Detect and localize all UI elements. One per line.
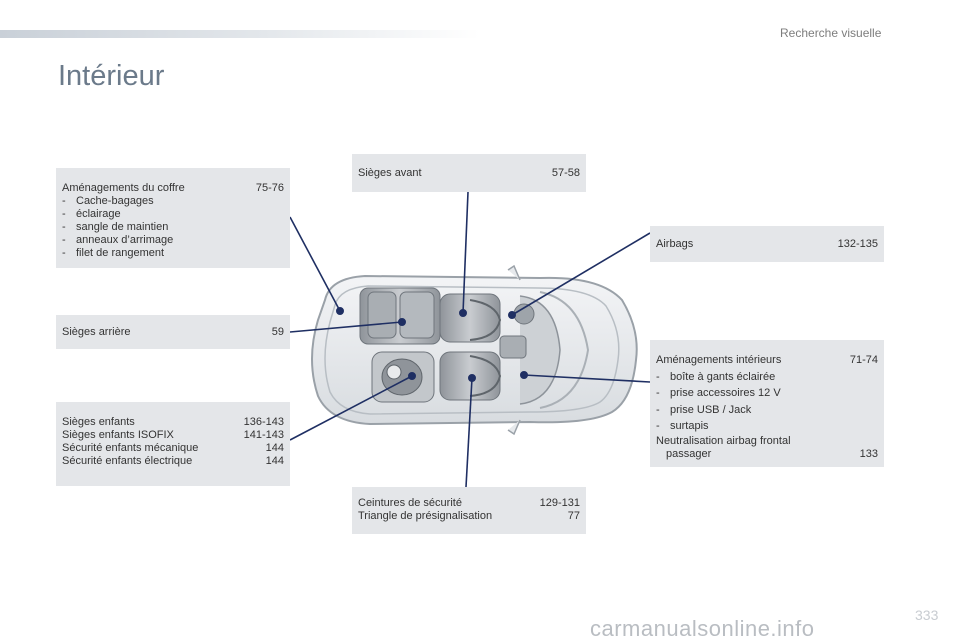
box-amenagements-interieurs[interactable]: Aménagements intérieurs 71-74 -boîte à g… [650, 340, 884, 467]
interieurs-title: Aménagements intérieurs [656, 354, 782, 366]
page-title: Intérieur [58, 60, 165, 92]
neutralisation-label: Neutralisation airbag frontal [656, 434, 791, 447]
rear-seats [359, 287, 441, 345]
neutralisation-pages: 133 [859, 447, 878, 460]
neutralisation-label-cont: passager [666, 447, 712, 460]
box-airbags[interactable]: Airbags 132-135 [650, 226, 884, 262]
box-sieges-arriere[interactable]: Sièges arrière 59 [56, 315, 290, 349]
list-item: -Cache-bagages [62, 195, 154, 207]
sieges-arriere-title: Sièges arrière [62, 326, 131, 338]
sieges-arriere-pages: 59 [271, 326, 284, 338]
airbags-pages: 132-135 [837, 238, 878, 250]
sieges-avant-title: Sièges avant [358, 167, 422, 179]
front-seats [439, 293, 527, 401]
header-gradient-bar [0, 30, 480, 38]
box-sieges-avant[interactable]: Sièges avant 57-58 [352, 154, 586, 192]
list-item: -prise accessoires 12 V [656, 387, 781, 399]
box-amenagements-coffre[interactable]: Aménagements du coffre 75-76 -Cache-baga… [56, 168, 290, 268]
coffre-pages: 75-76 [255, 182, 284, 194]
interieurs-pages: 71-74 [849, 354, 878, 366]
list-item: -surtapis [656, 420, 709, 432]
list-item: -boîte à gants éclairée [656, 370, 776, 383]
leader-lines [289, 191, 651, 488]
list-item: -éclairage [62, 208, 121, 220]
section-title: Recherche visuelle [780, 26, 882, 40]
list-item: -anneaux d’arrimage [62, 234, 174, 246]
watermark: carmanualsonline.info [590, 616, 815, 641]
list-item: -sangle de maintien [62, 221, 169, 233]
list-item: -prise USB / Jack [656, 403, 752, 416]
airbags-title: Airbags [656, 238, 694, 250]
sieges-avant-pages: 57-58 [551, 167, 580, 179]
car-body [311, 264, 638, 436]
child-seat [371, 351, 435, 403]
page-number: 333 [915, 607, 939, 623]
list-item: -filet de rangement [62, 247, 165, 259]
coffre-title: Aménagements du coffre [62, 182, 185, 194]
